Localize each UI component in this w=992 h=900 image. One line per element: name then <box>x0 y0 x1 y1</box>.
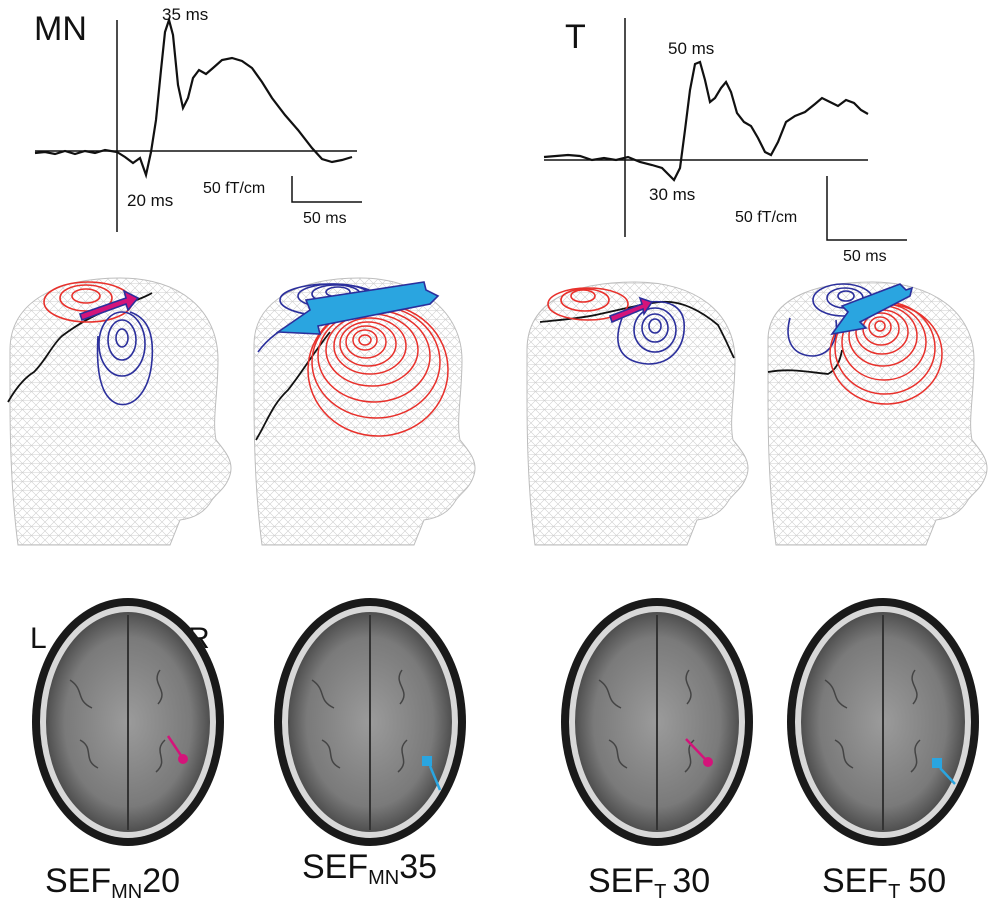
dipole-location-dot <box>703 757 713 767</box>
mn-early-peak-label: 20 ms <box>127 191 173 210</box>
mn-scale-bar <box>291 176 362 203</box>
t-time-scale-label: 50 ms <box>843 248 887 265</box>
mri-slice-mn35 <box>274 598 466 846</box>
t-panel-label: T <box>565 18 586 56</box>
zero-line <box>255 331 331 441</box>
t-trace <box>543 60 869 182</box>
head-t30 <box>526 281 749 546</box>
mn-time-scale-label: 50 ms <box>303 210 347 227</box>
dipole-arrow-late <box>830 283 914 336</box>
head-t50 <box>767 281 988 546</box>
mri-caption-1: SEFMN20 <box>45 862 180 900</box>
positive-field-contours <box>307 303 449 437</box>
dipole-marker-early <box>166 735 184 758</box>
mri-slice-t50 <box>787 598 979 846</box>
mn-panel-label: MN <box>34 10 87 48</box>
mn-trace <box>34 16 353 180</box>
mri-caption-2: SEFMN35 <box>302 848 437 889</box>
dipole-arrow-early <box>608 296 654 324</box>
head-mesh-outline <box>526 281 749 546</box>
head-mesh-outline <box>253 277 476 546</box>
dipole-marker-late <box>428 765 442 791</box>
dipole-marker-early <box>685 738 707 761</box>
zero-line <box>767 349 843 375</box>
t-early-peak-label: 30 ms <box>649 185 695 204</box>
t-amplitude-scale-label: 50 fT/cm <box>735 209 797 226</box>
mn-amplitude-scale-label: 50 fT/cm <box>203 180 265 197</box>
mn-late-peak-label: 35 ms <box>162 5 208 24</box>
sulci <box>69 669 166 773</box>
left-hemisphere-label: L <box>30 622 47 655</box>
head-mesh-outline <box>9 277 232 546</box>
t-scale-bar <box>826 176 907 241</box>
mri-slice-mn20 <box>32 598 224 846</box>
t-waveform-panel: T 50 ms 30 ms 50 fT/cm 50 ms <box>543 18 907 265</box>
dipole-arrow-early <box>78 289 140 322</box>
sulci <box>598 669 695 773</box>
sulci <box>311 669 408 773</box>
positive-field-contours <box>547 287 629 321</box>
sulci <box>824 669 921 773</box>
dipole-location-square <box>932 758 942 768</box>
dipole-location-dot <box>178 754 188 764</box>
head-mn20 <box>7 277 232 546</box>
head-mesh-outline <box>767 281 988 546</box>
dipole-arrow-late <box>275 281 440 335</box>
dipole-marker-late <box>939 767 956 785</box>
negative-field-contours <box>617 300 685 365</box>
mri-slice-t30 <box>561 598 753 846</box>
mn-waveform-panel: MN 35 ms 20 ms 50 fT/cm 50 ms <box>34 5 362 232</box>
t-late-peak-label: 50 ms <box>668 39 714 58</box>
negative-field-contours <box>96 311 154 406</box>
dipole-location-square <box>422 756 432 766</box>
head-mn35 <box>253 277 476 546</box>
